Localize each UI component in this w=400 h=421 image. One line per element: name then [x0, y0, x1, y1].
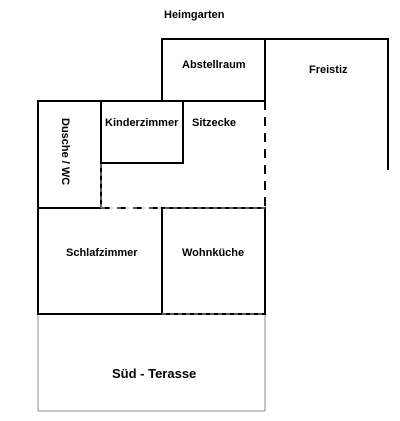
room-label-sued-terasse: Süd - Terasse: [112, 366, 197, 381]
room-label-wohnkueche: Wohnküche: [182, 247, 245, 259]
room-label-abstellraum: Abstellraum: [182, 59, 246, 71]
room-label-kinderzimmer: Kinderzimmer: [105, 117, 179, 129]
header-label: Heimgarten: [164, 9, 225, 21]
light-partitions: [100, 164, 265, 315]
room-label-freistiz: Freistiz: [309, 64, 348, 76]
room-label-dusche-wc: Dusche / WC: [59, 118, 71, 186]
room-label-schlafzimmer: Schlafzimmer: [66, 247, 138, 259]
room-label-sitzecke: Sitzecke: [192, 117, 237, 129]
walls: [37, 38, 389, 315]
outdoor-outline: [37, 314, 266, 412]
